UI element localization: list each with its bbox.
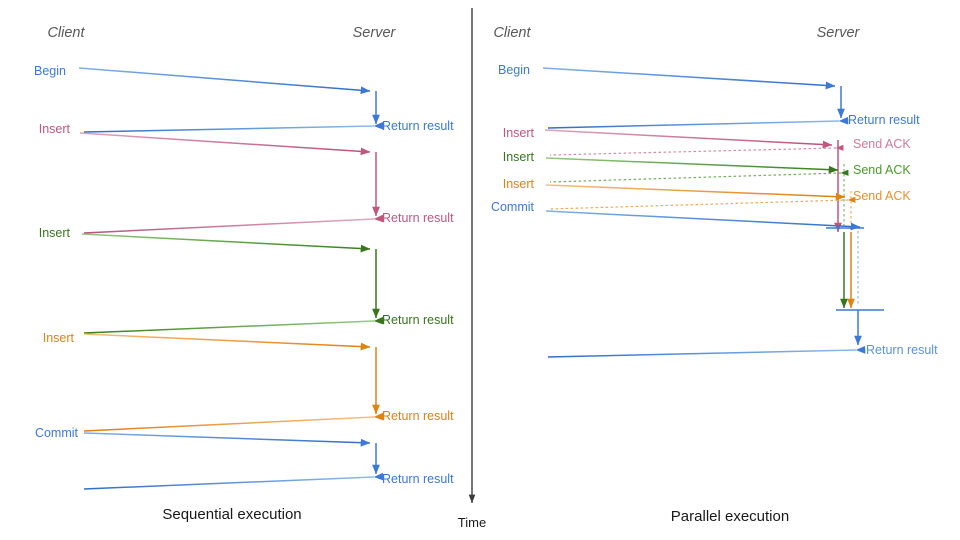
- right-message-insert-pink: Insert: [503, 126, 833, 149]
- arrow-commit: [83, 432, 371, 447]
- arrow-return-green: [83, 316, 384, 334]
- right-label-insert-green: Insert: [503, 150, 535, 164]
- left-message-return-orange: Return result: [83, 409, 454, 432]
- arrow-commit-right: [545, 210, 861, 231]
- right-message-insert-orange: Insert: [503, 177, 846, 201]
- right-label-return-blue: Return result: [848, 113, 920, 127]
- arrow-final-return: [547, 345, 866, 358]
- left-caption: Sequential execution: [162, 506, 301, 523]
- right-message-begin: Begin: [498, 63, 836, 90]
- right-client-lane-title: Client: [493, 25, 531, 41]
- arrow-insert-green: [81, 233, 371, 253]
- left-label-return-blue: Return result: [382, 119, 454, 133]
- right-server-lane-title: Server: [817, 25, 861, 41]
- left-message-return-commit: Return result: [83, 472, 454, 490]
- left-diagram-sequential: Client Server Begin Return result Insert: [34, 25, 454, 523]
- left-label-insert-pink: Insert: [39, 122, 71, 136]
- arrow-return-blue: [83, 121, 384, 133]
- right-message-ack-pink: Send ACK: [549, 137, 911, 156]
- time-axis-label: Time: [458, 515, 486, 530]
- left-label-begin: Begin: [34, 64, 66, 78]
- arrow-begin: [78, 67, 371, 95]
- time-axis: Time: [458, 8, 486, 530]
- left-message-insert-green: Insert: [39, 226, 371, 253]
- right-label-ack-orange: Send ACK: [853, 189, 911, 203]
- left-message-return-blue: Return result: [83, 119, 454, 133]
- arrow-begin-right: [542, 67, 836, 90]
- left-message-return-pink: Return result: [83, 211, 454, 234]
- left-label-commit: Commit: [35, 426, 79, 440]
- arrow-insert-green-right: [545, 157, 839, 174]
- right-message-ack-green: Send ACK: [549, 163, 911, 183]
- right-diagram-parallel: Client Server Begin Return result Insert: [491, 25, 938, 525]
- right-label-commit: Commit: [491, 200, 535, 214]
- right-label-final-return: Return result: [866, 343, 938, 357]
- left-message-return-green: Return result: [83, 313, 454, 334]
- arrow-insert-pink-right: [544, 129, 833, 149]
- right-message-commit: Commit: [491, 200, 861, 231]
- arrow-return-pink: [83, 214, 384, 234]
- arrow-insert-orange: [83, 333, 371, 351]
- right-label-ack-green: Send ACK: [853, 163, 911, 177]
- left-server-lane-title: Server: [353, 25, 397, 41]
- right-message-final-return: Return result: [547, 343, 938, 358]
- left-label-insert-orange: Insert: [43, 331, 75, 345]
- arrow-return-commit: [83, 472, 384, 490]
- left-message-insert-pink: Insert: [39, 122, 371, 156]
- right-label-begin: Begin: [498, 63, 530, 77]
- right-caption: Parallel execution: [671, 508, 789, 525]
- right-message-return-blue: Return result: [547, 113, 920, 129]
- arrow-return-orange: [83, 412, 384, 432]
- left-message-commit: Commit: [35, 426, 371, 447]
- left-label-return-pink: Return result: [382, 211, 454, 225]
- arrow-ack-green: [549, 169, 849, 183]
- right-label-insert-pink: Insert: [503, 126, 535, 140]
- arrow-insert-orange-right: [545, 184, 846, 201]
- left-label-return-green: Return result: [382, 313, 454, 327]
- left-label-return-orange: Return result: [382, 409, 454, 423]
- arrow-return-blue-right: [547, 116, 849, 129]
- left-message-insert-orange: Insert: [43, 331, 371, 351]
- left-message-begin: Begin: [34, 64, 371, 95]
- left-label-insert-green: Insert: [39, 226, 71, 240]
- left-client-lane-title: Client: [47, 25, 85, 41]
- right-message-insert-green: Insert: [503, 150, 839, 174]
- right-label-ack-pink: Send ACK: [853, 137, 911, 151]
- right-message-ack-orange: Send ACK: [549, 189, 911, 210]
- left-label-return-commit: Return result: [382, 472, 454, 486]
- right-label-insert-orange: Insert: [503, 177, 535, 191]
- arrow-insert-pink: [79, 132, 371, 156]
- arrow-ack-orange: [549, 196, 856, 210]
- arrow-ack-pink: [549, 144, 844, 156]
